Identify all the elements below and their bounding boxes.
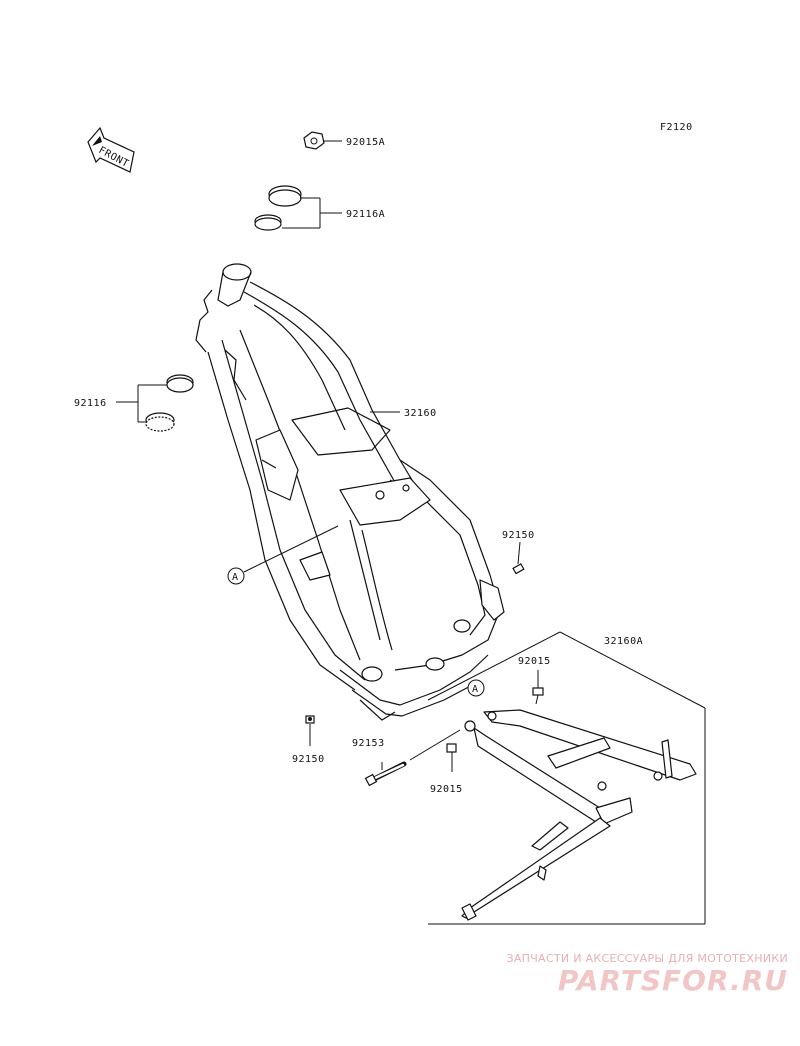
ref-a-sub: A — [467, 679, 485, 697]
callout-92015-bottom: 92015 — [430, 784, 463, 795]
callout-32160: 32160 — [404, 408, 437, 419]
svg-text:A: A — [232, 572, 239, 583]
subframe-panel — [427, 631, 706, 925]
subframe-32160a[interactable] — [461, 709, 697, 921]
bearing-seal-92116a-upper[interactable] — [268, 185, 302, 207]
ref-a-main: A — [227, 525, 339, 585]
bolt-92015-bottom[interactable] — [446, 743, 457, 753]
callout-92116: 92116 — [74, 398, 107, 409]
bearing-seal-92116-upper[interactable] — [166, 374, 194, 393]
callout-92015-top: 92015 — [518, 656, 551, 667]
watermark-tagline: ЗАПЧАСТИ И АКСЕССУАРЫ ДЛЯ МОТОТЕХНИКИ — [506, 952, 788, 965]
leader-92150-right — [517, 541, 521, 565]
bolt-92015-top[interactable] — [532, 687, 544, 705]
callout-92015a: 92015A — [346, 137, 385, 148]
callout-92153: 92153 — [352, 738, 385, 749]
bracket-92116 — [116, 384, 167, 423]
bolt-92150-left[interactable] — [305, 715, 315, 724]
svg-text:A: A — [472, 684, 479, 695]
bracket-92116a — [282, 197, 342, 229]
callout-32160a: 32160A — [604, 636, 643, 647]
diagram-code: F2120 — [660, 122, 693, 133]
leader-92153-to-sub — [409, 729, 461, 761]
watermark-logo: PARTSFOR.RU — [557, 964, 788, 997]
front-arrow-icon: FRONT — [87, 126, 135, 173]
long-bolt-92153[interactable] — [364, 761, 407, 787]
callout-92116a: 92116A — [346, 209, 385, 220]
steering-nut-92015a[interactable] — [303, 131, 325, 150]
bolt-92150-right[interactable] — [512, 563, 525, 575]
main-frame-32160[interactable] — [195, 263, 505, 721]
callout-92150-right: 92150 — [502, 530, 535, 541]
bearing-seal-92116-lower[interactable] — [145, 412, 175, 432]
callout-92150-left: 92150 — [292, 754, 325, 765]
bearing-seal-92116a-lower[interactable] — [254, 214, 282, 231]
